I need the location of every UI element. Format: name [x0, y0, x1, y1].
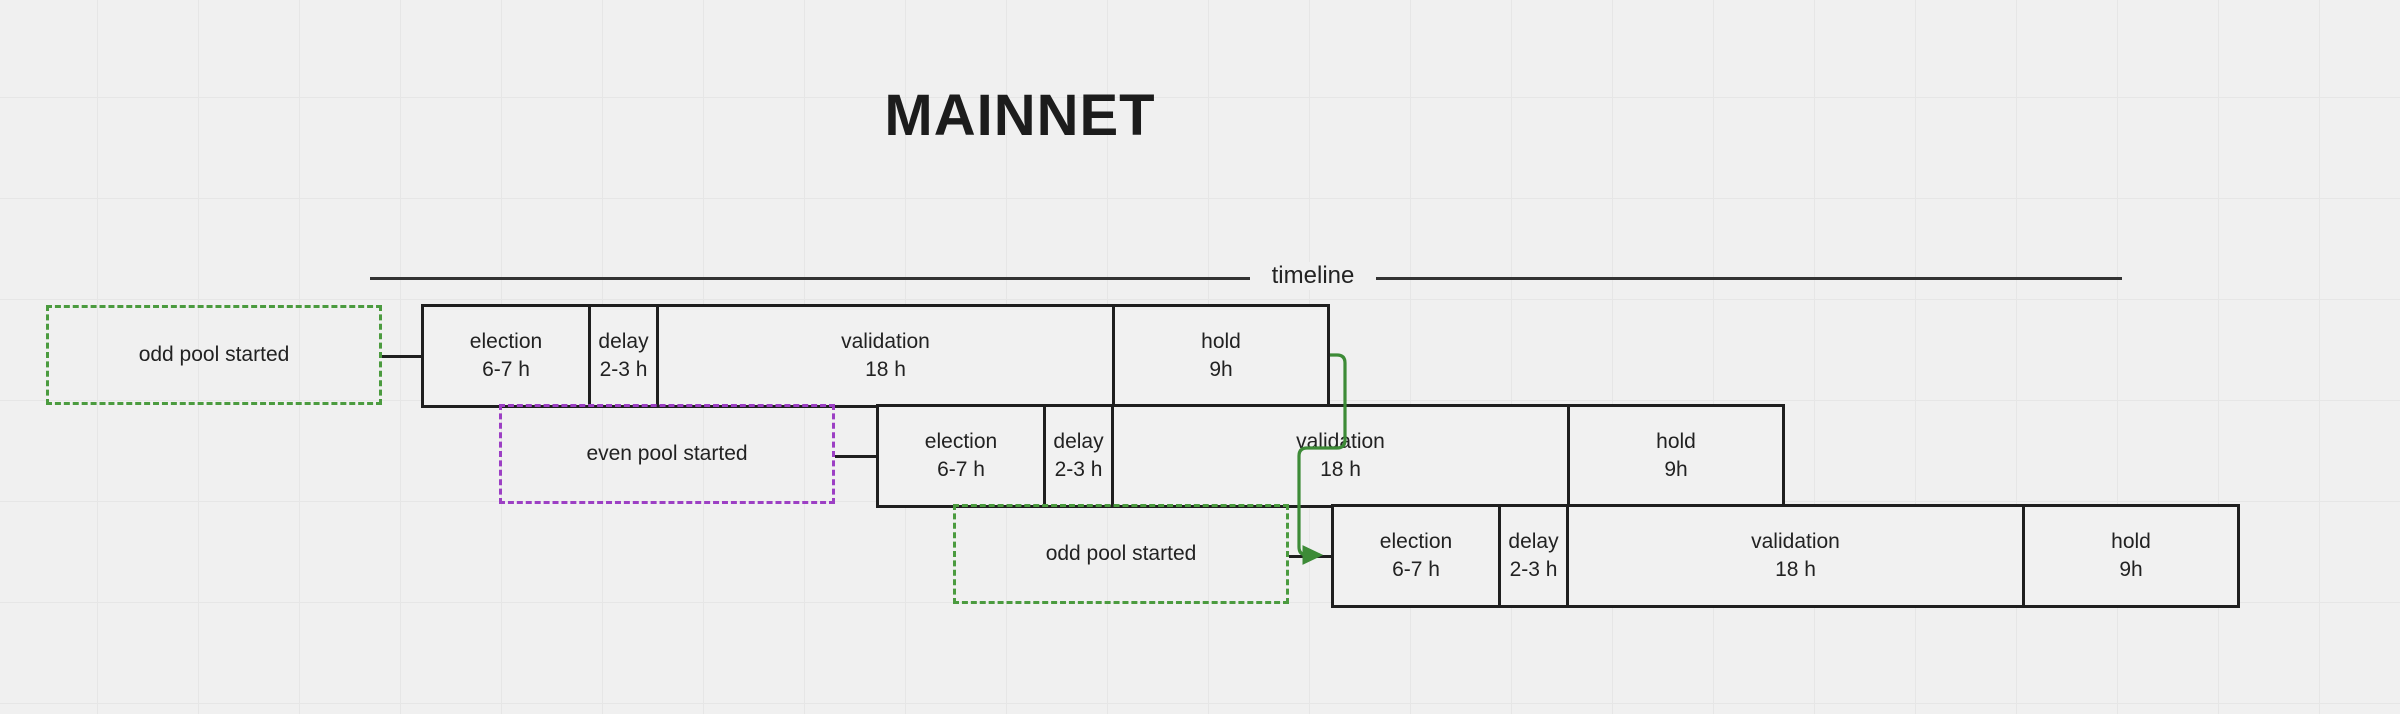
phase-election-row1[interactable]: election 6-7 h: [421, 304, 591, 408]
phase-name: delay: [1053, 429, 1104, 453]
note-connector-stub-row1: [382, 355, 423, 358]
phase-validation-row3[interactable]: validation 18 h: [1566, 504, 2025, 608]
phase-name: hold: [1201, 329, 1241, 353]
phase-election-row3[interactable]: election 6-7 h: [1331, 504, 1501, 608]
timeline-axis-left: [370, 277, 1250, 280]
phase-duration: 9h: [1664, 458, 1688, 481]
note-even-pool-started-row2: even pool started: [499, 404, 835, 504]
phase-duration: 2-3 h: [1509, 558, 1558, 581]
phase-duration: 6-7 h: [1392, 558, 1440, 581]
note-odd-pool-started-row3: odd pool started: [953, 504, 1289, 604]
phase-duration: 2-3 h: [1054, 458, 1103, 481]
phase-hold-row2[interactable]: hold 9h: [1567, 404, 1785, 508]
phase-duration: 6-7 h: [937, 458, 985, 481]
phase-name: election: [1379, 529, 1453, 553]
timeline-axis-right: [1376, 277, 2122, 280]
phase-hold-row1[interactable]: hold 9h: [1112, 304, 1330, 408]
phase-duration: 18 h: [1320, 458, 1361, 481]
phase-hold-row3[interactable]: hold 9h: [2022, 504, 2240, 608]
phase-name: election: [924, 429, 998, 453]
note-label: odd pool started: [1045, 542, 1197, 565]
phase-name: hold: [1656, 429, 1696, 453]
phase-name: validation: [841, 329, 930, 353]
phase-delay-row2[interactable]: delay 2-3 h: [1043, 404, 1114, 508]
phase-duration: 18 h: [1775, 558, 1816, 581]
phase-name: election: [469, 329, 543, 353]
note-label: even pool started: [586, 442, 748, 465]
phase-name: validation: [1751, 529, 1840, 553]
phase-name: hold: [2111, 529, 2151, 553]
page-title: MAINNET: [884, 83, 1156, 148]
note-label: odd pool started: [138, 343, 290, 366]
phase-name: delay: [598, 329, 649, 353]
phase-delay-row1[interactable]: delay 2-3 h: [588, 304, 659, 408]
phase-election-row2[interactable]: election 6-7 h: [876, 404, 1046, 508]
phase-name: delay: [1508, 529, 1559, 553]
note-odd-pool-started-row1: odd pool started: [46, 305, 382, 405]
phase-name: validation: [1296, 429, 1385, 453]
note-connector-stub-row2: [835, 455, 876, 458]
phase-duration: 6-7 h: [482, 358, 530, 381]
timeline-label: timeline: [1250, 262, 1376, 290]
phase-duration: 2-3 h: [599, 358, 648, 381]
phase-delay-row3[interactable]: delay 2-3 h: [1498, 504, 1569, 608]
phase-duration: 18 h: [865, 358, 906, 381]
phase-duration: 9h: [2119, 558, 2143, 581]
phase-duration: 9h: [1209, 358, 1233, 381]
phase-validation-row1[interactable]: validation 18 h: [656, 304, 1115, 408]
note-connector-stub-row3: [1289, 555, 1331, 558]
phase-validation-row2[interactable]: validation 18 h: [1111, 404, 1570, 508]
